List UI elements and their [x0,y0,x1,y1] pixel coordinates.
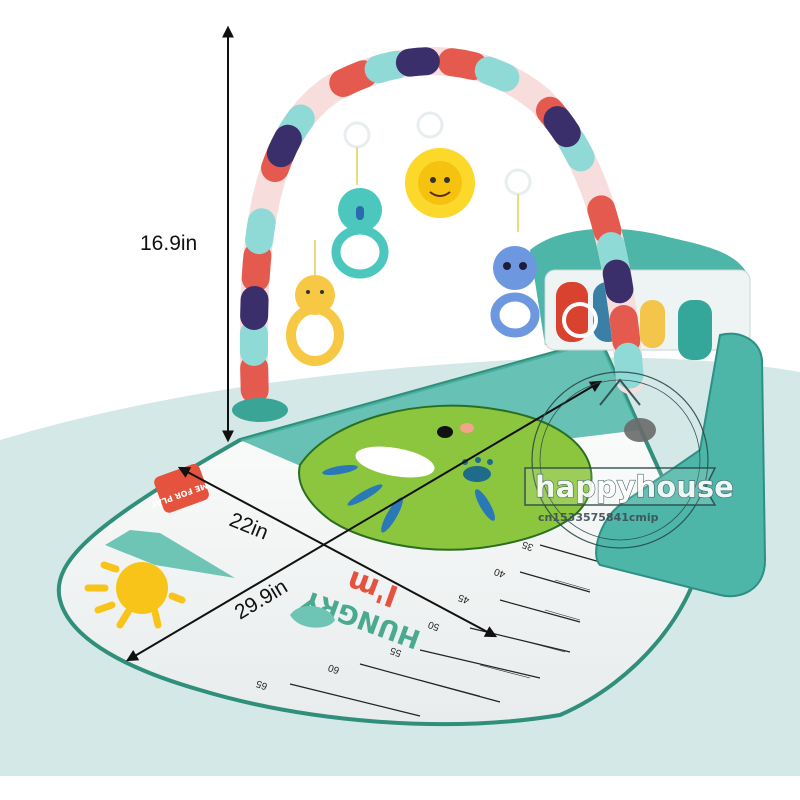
height-label: 16.9in [140,232,197,255]
length-arrow-icon [125,380,603,662]
piano-key-teal [678,300,712,360]
house-roof-icon [599,378,641,406]
ring-link [562,302,598,338]
ruler-mark-65: 65 [254,677,269,691]
piano-key-yellow [640,300,665,348]
play-arch [239,47,644,414]
watermark-store-id: cn1533575841cmip [538,511,659,524]
raccoon-teether [490,168,540,338]
ruler-mark-60: 60 [326,661,341,675]
watermark-brand: happyhouse [535,470,734,504]
tiger-teether [286,240,344,366]
koala-teether [331,121,389,279]
dimension-arrows [125,25,603,662]
dog-mascot-icon [624,418,656,442]
hanging-toys [286,111,598,366]
store-watermark: happyhouse cn1533575841cmip [524,371,734,549]
arch-base-left [232,398,288,422]
sunflower-rattle [405,111,475,218]
piano-panel [530,228,767,598]
